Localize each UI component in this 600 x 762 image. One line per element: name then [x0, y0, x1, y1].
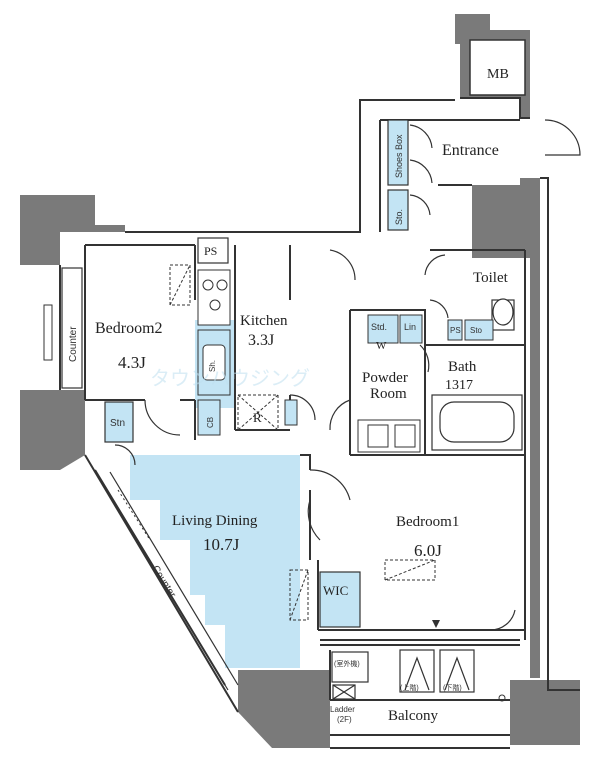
label-bedroom2: Bedroom2 [95, 320, 163, 337]
mb-closet [469, 39, 526, 96]
toilet-sto [464, 319, 494, 341]
label-shelf: Sh. [208, 360, 217, 372]
wic-closet [319, 571, 361, 628]
label-bedroom2-size: 4.3J [118, 353, 146, 372]
label-powder-line1: Powder [362, 370, 408, 386]
label-counter-left: Counter [68, 326, 79, 362]
label-cb: CB [206, 417, 215, 428]
label-shoes-box: Shoes Box [394, 134, 404, 178]
counter-left-panel [61, 267, 83, 389]
label-wic: WIC [323, 583, 348, 598]
shoes-box-panel [387, 119, 409, 186]
label-bedroom1-size: 6.0J [414, 541, 442, 560]
label-ps: PS [204, 244, 217, 258]
fridge-space [237, 394, 279, 431]
sto-entrance-panel [387, 189, 409, 231]
drain-icon [498, 694, 506, 702]
outline-walls [59, 97, 580, 749]
label-std: Std. [371, 322, 387, 332]
label-r: R [253, 410, 262, 425]
label-stn: Stn [110, 418, 125, 429]
label-living: Living Dining [172, 513, 258, 529]
left-window [43, 304, 53, 361]
sliding-arrow-icon [432, 620, 440, 628]
dashed-markers [169, 264, 436, 621]
label-outdoor-unit: (室外機) [334, 659, 360, 668]
diagonal-counter [99, 471, 239, 691]
door-swings [114, 119, 581, 631]
watermark: タウンハウジング [150, 366, 310, 390]
stn-closet [104, 401, 134, 443]
kitchen-shelf [284, 399, 298, 426]
structural-walls [20, 14, 580, 748]
kitchen-counter [197, 269, 231, 436]
label-ladder-line1: Ladder [330, 705, 355, 714]
bathtub [431, 394, 523, 451]
label-balcony: Balcony [388, 708, 438, 724]
label-counter-diagonal: Counter [149, 564, 178, 601]
label-sto-entrance: Sto. [394, 209, 404, 225]
label-powder-line2: Room [370, 386, 407, 402]
label-bath-size: 1317 [445, 378, 473, 393]
label-kitchen: Kitchen [240, 313, 288, 329]
label-ladder-line2: (2F) [337, 715, 352, 724]
balcony-units [331, 649, 475, 700]
label-w: W [376, 340, 387, 352]
label-bath: Bath [448, 359, 477, 375]
label-bedroom1: Bedroom1 [396, 514, 459, 530]
toilet-fixture [491, 298, 515, 331]
label-kitchen-size: 3.3J [248, 332, 274, 349]
label-mb: MB [487, 67, 509, 82]
label-bal-b: (下階) [443, 683, 462, 692]
label-bal-a: (上階) [400, 683, 419, 692]
powder-fixtures [357, 314, 423, 453]
label-lin: Lin [404, 322, 416, 332]
label-entrance: Entrance [442, 142, 499, 159]
label-toilet: Toilet [473, 270, 509, 286]
label-living-size: 10.7J [203, 535, 240, 554]
label-sto-toilet: Sto [470, 326, 483, 335]
ps-shaft [197, 237, 229, 264]
toilet-ps [447, 319, 463, 341]
label-ps2: PS [450, 326, 461, 335]
